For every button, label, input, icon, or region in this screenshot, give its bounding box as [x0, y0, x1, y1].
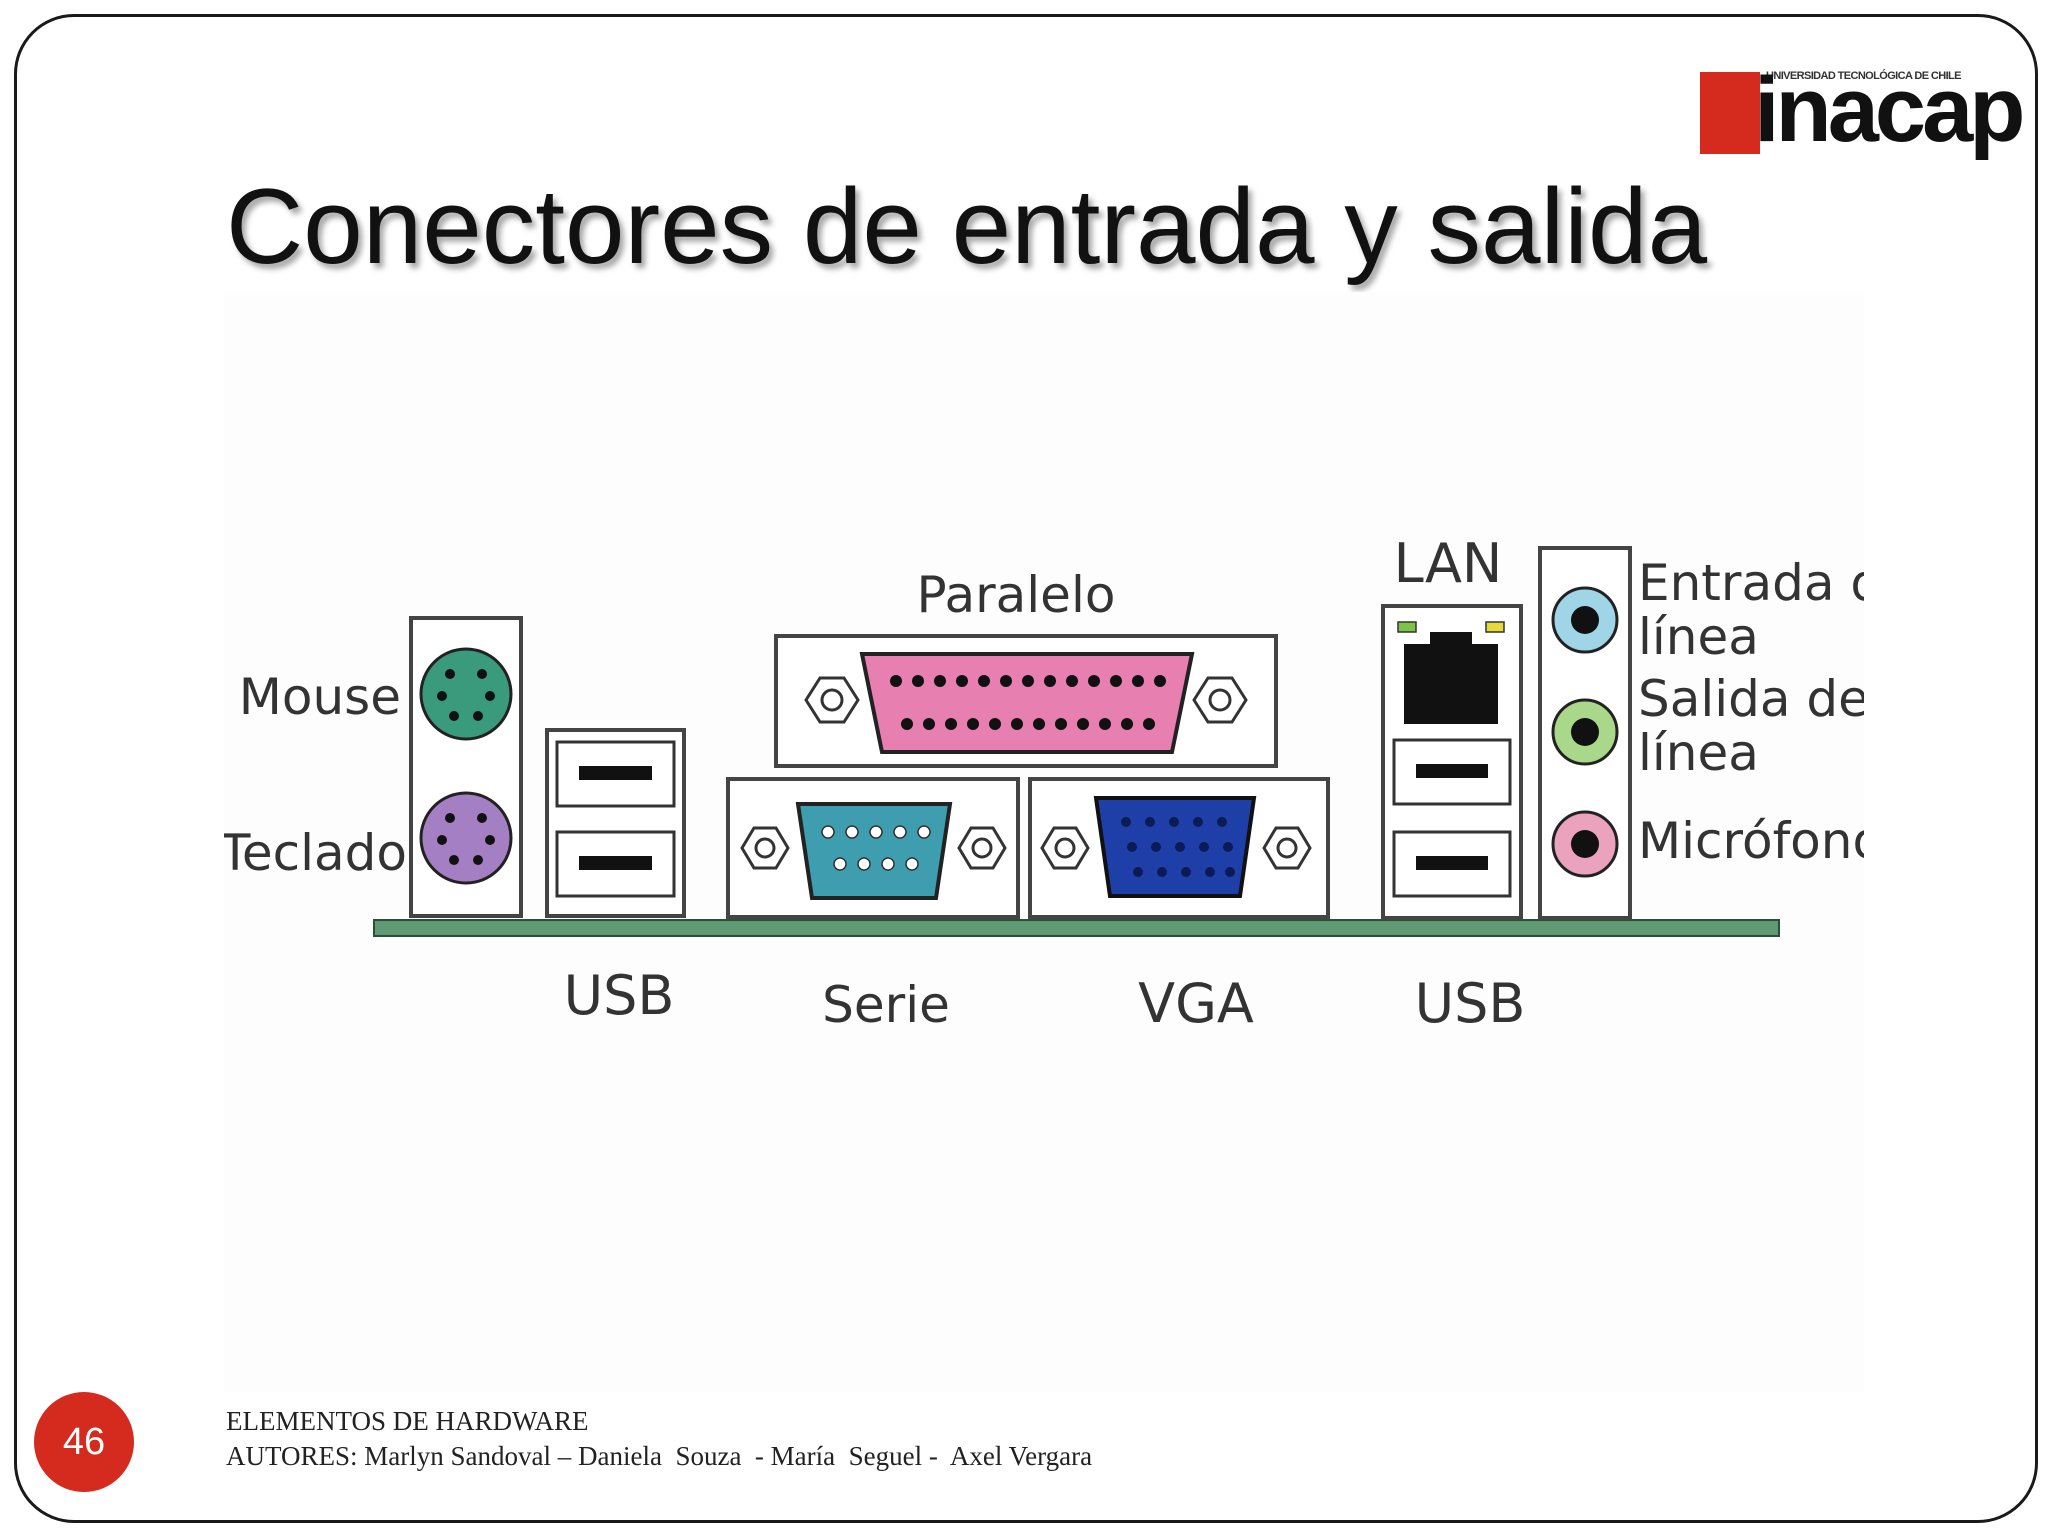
- serial-port-block: [726, 777, 1020, 919]
- mouse-port-icon: [419, 647, 513, 741]
- label-mouse: Mouse: [239, 668, 401, 726]
- lan-port-icon: [1404, 632, 1498, 724]
- board-strip: [373, 919, 1780, 937]
- label-usb-right: USB: [1415, 972, 1526, 1035]
- label-serie: Serie: [822, 976, 950, 1034]
- logo-mark: [1700, 72, 1760, 154]
- label-salida-2: línea: [1638, 724, 1759, 782]
- label-entrada-1: Entrada de: [1638, 554, 1864, 612]
- label-microfono: Micrófono: [1638, 812, 1864, 870]
- footer-authors: AUTORES: Marlyn Sandoval – Daniela Souza…: [226, 1440, 1093, 1471]
- keyboard-port-icon: [419, 791, 513, 885]
- parallel-port-block: [774, 634, 1278, 768]
- page-number-badge: 46: [34, 1392, 134, 1492]
- label-vga: VGA: [1138, 972, 1254, 1035]
- ps2-bracket: [409, 616, 523, 918]
- usb-left-block: [545, 728, 686, 918]
- label-lan: LAN: [1394, 532, 1503, 595]
- label-usb-left: USB: [564, 964, 675, 1027]
- inacap-logo: UNIVERSIDAD TECNOLÓGICA DE CHILE inacap: [1700, 64, 2025, 186]
- slide-title: Conectores de entrada y salida: [226, 166, 1708, 286]
- logo-tagline: UNIVERSIDAD TECNOLÓGICA DE CHILE: [1766, 70, 1962, 82]
- serial-port-icon: [795, 802, 953, 900]
- footer-course: ELEMENTOS DE HARDWARE: [226, 1406, 589, 1436]
- label-teclado: Teclado: [224, 824, 407, 882]
- parallel-port-icon: [859, 652, 1195, 754]
- label-entrada-2: línea: [1638, 608, 1759, 666]
- label-salida-1: Salida de: [1638, 670, 1864, 728]
- label-paralelo: Paralelo: [917, 566, 1116, 624]
- audio-jack-block: [1538, 546, 1632, 920]
- slide-footer: ELEMENTOS DE HARDWARE AUTORES: Marlyn San…: [226, 1404, 1092, 1473]
- lan-usb-block: [1381, 604, 1523, 920]
- logo-wordmark: inacap: [1754, 59, 2025, 161]
- io-connectors-diagram: Mouse Teclado USB Paralelo Se: [224, 532, 1864, 1035]
- vga-port-block: [1028, 777, 1330, 919]
